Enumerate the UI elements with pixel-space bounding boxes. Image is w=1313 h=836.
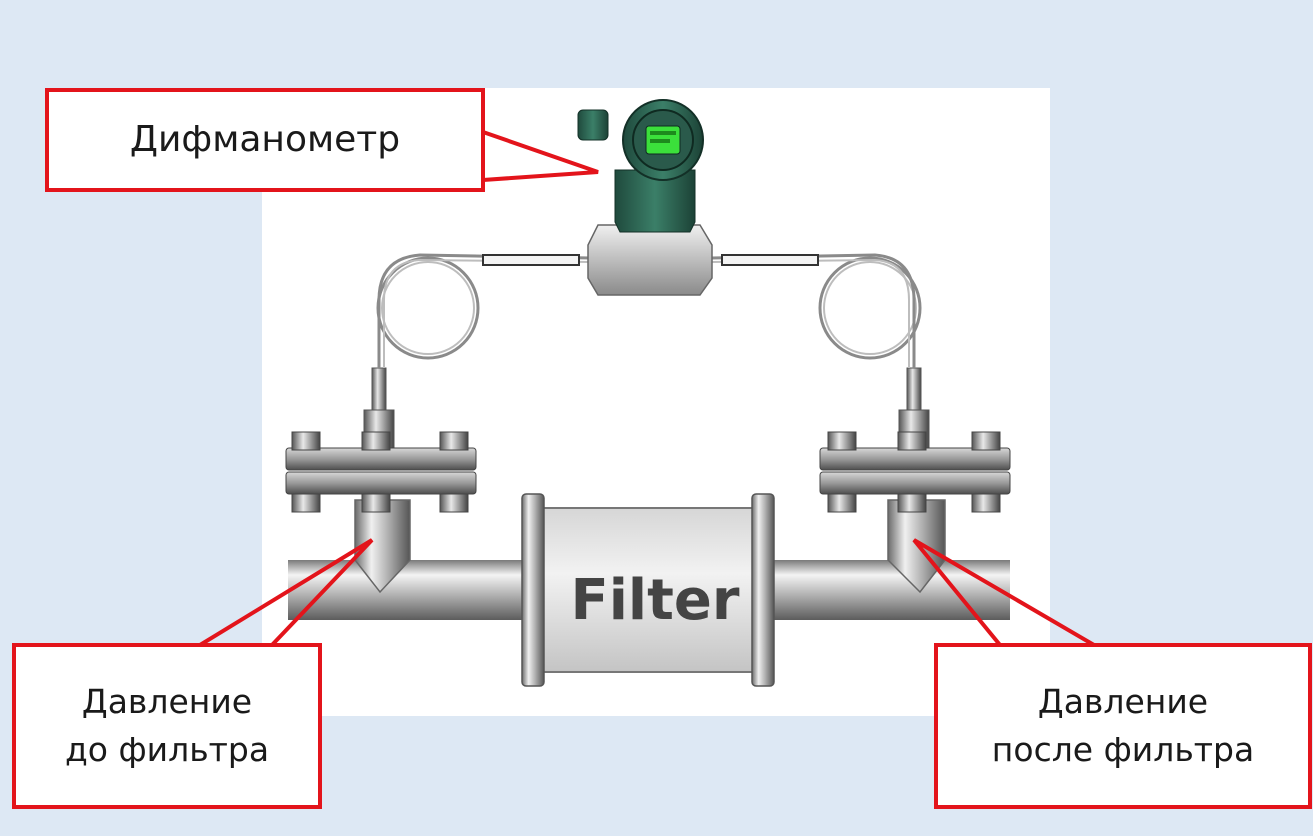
transmitter-callout: Дифманометр bbox=[45, 88, 485, 192]
after-filter-callout-line2: после фильтра bbox=[991, 730, 1255, 769]
flange-right bbox=[819, 367, 1011, 594]
filter-housing bbox=[521, 493, 775, 687]
capillary-right bbox=[711, 253, 922, 368]
transmitter-callout-text: Дифманометр bbox=[129, 118, 401, 160]
leader-after-filter bbox=[912, 538, 1096, 647]
before-filter-callout-line1: Давление bbox=[81, 682, 253, 722]
after-filter-callout-line1: Давление bbox=[1037, 682, 1209, 722]
leader-before-filter bbox=[198, 538, 374, 647]
flange-left bbox=[285, 367, 477, 594]
capillary-left bbox=[376, 253, 591, 368]
leader-transmitter bbox=[482, 130, 599, 182]
after-filter-callout: Давление после фильтра bbox=[934, 643, 1312, 809]
filter-label: Filter bbox=[570, 567, 740, 633]
before-filter-callout: Давление до фильтра bbox=[12, 643, 322, 809]
before-filter-callout-line2: до фильтра bbox=[64, 730, 270, 769]
transmitter-device bbox=[577, 99, 713, 296]
